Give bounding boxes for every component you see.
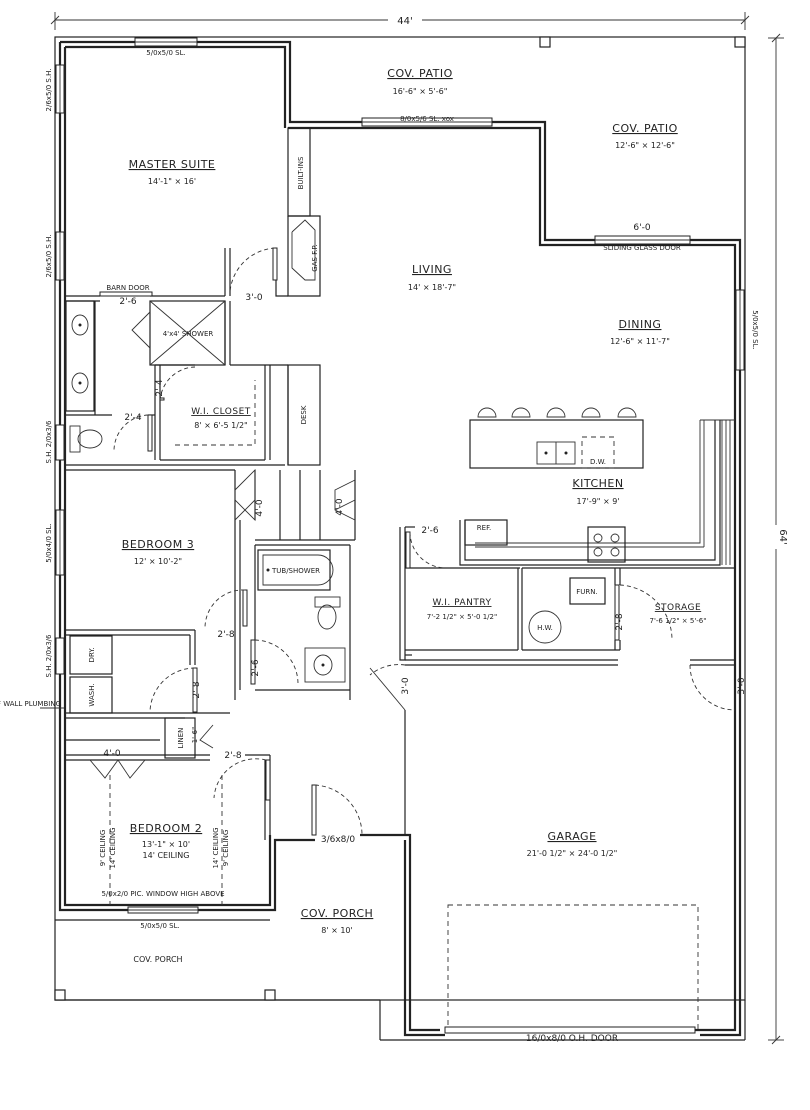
door-label-overhead: 16/0x8/0 O.H. DOOR bbox=[526, 1034, 618, 1044]
window-label-bedroom-2-pic: 5/0x2/0 PIC. WINDOW HIGH ABOVE bbox=[101, 890, 224, 898]
door-size-laundry: 2'-8 bbox=[192, 681, 202, 698]
gas-fireplace-label: GAS F.P. bbox=[311, 244, 319, 271]
window-label-master-left-2: 2/6x5/0 S.H. bbox=[45, 235, 53, 278]
room-name-wi-closet: W.I. CLOSET bbox=[191, 407, 251, 417]
door-size-bath-b: 2'-4 bbox=[124, 413, 141, 423]
door-size-bedroom-2: 2'-8 bbox=[224, 751, 241, 761]
room-name-bedroom-3: BEDROOM 3 bbox=[122, 538, 194, 551]
room-name-wi-pantry: W.I. PANTRY bbox=[432, 598, 491, 608]
roofline bbox=[54, 36, 746, 1041]
room-name-cov-porch: COV. PORCH bbox=[301, 907, 374, 920]
half-wall-plumbing-label: HALF WALL PLUMBING bbox=[0, 700, 61, 708]
window-label-bedroom-2: 5/0x5/0 SL. bbox=[140, 922, 179, 930]
door-size-bath-a: 2'-4 bbox=[155, 379, 165, 396]
exterior-walls bbox=[58, 40, 742, 1037]
fixture-labels: BUILT-INS GAS F.P. 4'x4' SHOWER DESK D.W… bbox=[0, 156, 606, 868]
room-name-cov-patio-1: COV. PATIO bbox=[387, 67, 452, 80]
room-dims-garage: 21'-0 1/2" × 24'-0 1/2" bbox=[527, 849, 618, 858]
bar-stools bbox=[477, 407, 637, 418]
ceiling-14-right: 14' CEILING bbox=[212, 827, 220, 868]
room-dims-cov-patio-1: 16'-6" × 5'-6" bbox=[393, 87, 448, 96]
window-label-living: 8/0x5/6 SL. xox bbox=[400, 115, 454, 123]
overall-width-label: 44' bbox=[397, 16, 412, 27]
overall-width-dimension: 44' bbox=[50, 12, 750, 30]
door-label-sliding: SLIDING GLASS DOOR bbox=[603, 244, 681, 252]
overall-depth-dimension: 64' bbox=[768, 33, 788, 1045]
overall-depth-label: 64' bbox=[777, 529, 788, 544]
room-dims-wi-closet: 8' × 6'-5 1/2" bbox=[194, 421, 247, 430]
dishwasher-label: D.W. bbox=[590, 458, 606, 466]
door-size-garage-entry: 3'-0 bbox=[401, 677, 411, 694]
door-size-pantry: 2'-6 bbox=[421, 526, 438, 536]
window-label-master-top: 5/0x5/0 SL. bbox=[146, 49, 185, 57]
windows bbox=[55, 37, 745, 914]
window-label-master-bath: S.H. 2/0x3/6 bbox=[45, 420, 53, 463]
ceiling-9-left: 9' CEILING bbox=[99, 830, 107, 867]
room-name-cov-patio-2: COV. PATIO bbox=[612, 122, 677, 135]
door-size-garage-side: 3'-0 bbox=[737, 677, 747, 694]
room-dims-storage: 7'-6 1/2" × 5'-6" bbox=[650, 617, 707, 625]
door-size-front: 3/6x8/0 bbox=[321, 835, 356, 845]
built-ins-label: BUILT-INS bbox=[297, 156, 305, 189]
cov-porch-lower-label: COV. PORCH bbox=[133, 955, 182, 964]
ceiling-14-left: 14' CEILING bbox=[109, 827, 117, 868]
room-dims-living: 14' × 18'-7" bbox=[408, 283, 456, 292]
door-size-bed3-hall-b: 4'-0 bbox=[335, 498, 345, 515]
room-dims-bedroom-2: 13'-1" × 10' bbox=[142, 840, 190, 849]
bedroom-2-ceiling-note: 14' CEILING bbox=[143, 851, 190, 860]
room-name-master-suite: MASTER SUITE bbox=[129, 158, 216, 171]
window-label-dining: 5/0x5/0 SL. bbox=[751, 310, 759, 349]
linen-label: LINEN bbox=[177, 728, 185, 749]
room-name-kitchen: KITCHEN bbox=[572, 477, 623, 490]
door-size-bedroom-3: 2'-8 bbox=[217, 630, 234, 640]
window-label-bedroom-3: 5/0x4/0 SL. bbox=[45, 523, 53, 562]
room-name-living: LIVING bbox=[412, 263, 452, 276]
ceiling-9-right: 9' CEILING bbox=[222, 830, 230, 867]
dryer-label: DRY. bbox=[88, 648, 96, 663]
door-size-bed2-closet: 4'-0 bbox=[103, 749, 120, 759]
window-labels: 5/0x5/0 SL. 2/6x5/0 S.H. 2/6x5/0 S.H. 8/… bbox=[45, 49, 759, 930]
room-name-bedroom-2: BEDROOM 2 bbox=[130, 822, 202, 835]
door-size-linen: 1'-6" bbox=[191, 727, 199, 744]
room-labels: COV. PATIO 16'-6" × 5'-6" COV. PATIO 12'… bbox=[122, 67, 707, 964]
room-dims-cov-porch: 8' × 10' bbox=[321, 926, 352, 935]
door-size-master: 3'-0 bbox=[245, 293, 262, 303]
room-name-dining: DINING bbox=[619, 318, 662, 331]
window-label-master-left-1: 2/6x5/0 S.H. bbox=[45, 69, 53, 112]
desk-label: DESK bbox=[300, 405, 308, 424]
door-size-barn: 2'-6 bbox=[119, 297, 136, 307]
refrigerator-label: REF. bbox=[477, 524, 491, 532]
tub-shower-label: TUB/SHOWER bbox=[271, 567, 320, 575]
shower-label: 4'x4' SHOWER bbox=[163, 330, 214, 338]
door-label-barn: BARN DOOR bbox=[106, 284, 149, 292]
room-dims-bedroom-3: 12' × 10'-2" bbox=[134, 557, 182, 566]
interior-walls bbox=[65, 127, 735, 840]
room-dims-dining: 12'-6" × 11'-7" bbox=[610, 337, 670, 346]
door-size-bed3-hall-a: 4'-0 bbox=[255, 499, 265, 516]
fixtures bbox=[65, 219, 644, 905]
doors bbox=[89, 235, 736, 1034]
window-label-laundry: S.H. 2/0x3/6 bbox=[45, 634, 53, 677]
room-dims-cov-patio-2: 12'-6" × 12'-6" bbox=[615, 141, 675, 150]
room-dims-master-suite: 14'-1" × 16' bbox=[148, 177, 196, 186]
room-dims-kitchen: 17'-9" × 9' bbox=[576, 497, 619, 506]
washer-label: WASH. bbox=[88, 683, 96, 706]
door-size-bath-2: 2'-6 bbox=[251, 659, 261, 676]
door-labels: 6'-0 SLIDING GLASS DOOR BARN DOOR 2'-6 3… bbox=[103, 223, 747, 1044]
water-heater-label: H.W. bbox=[537, 624, 553, 632]
room-name-storage: STORAGE bbox=[655, 603, 701, 613]
room-dims-wi-pantry: 7'-2 1/2" × 5'-0 1/2" bbox=[427, 613, 497, 621]
furnace-label: FURN. bbox=[576, 588, 597, 596]
door-size-storage: 2'-8 bbox=[615, 613, 625, 630]
door-size-sliding: 6'-0 bbox=[633, 223, 650, 233]
room-name-garage: GARAGE bbox=[547, 830, 596, 843]
